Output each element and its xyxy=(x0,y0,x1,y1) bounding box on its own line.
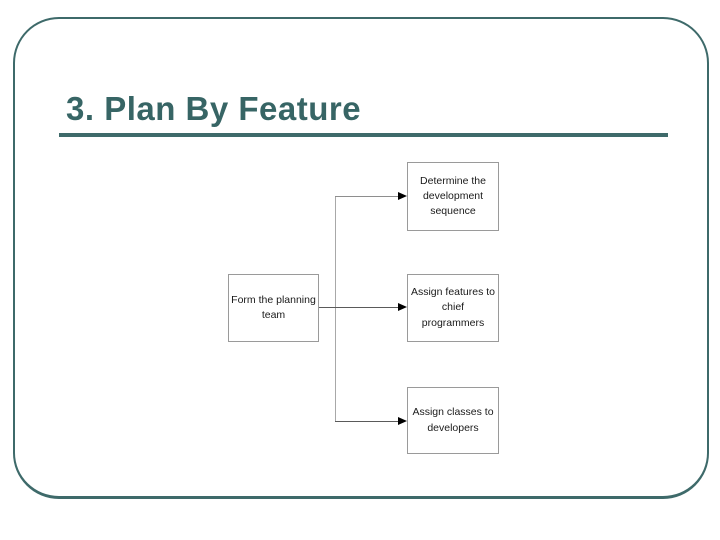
flow-node-label: Assign classes to developers xyxy=(412,406,494,434)
connector-branch-vertical xyxy=(335,196,336,422)
flow-node-form-planning-team: Form the planning team xyxy=(228,274,319,342)
flow-node-assign-features-chief-programmers: Assign features to chief programmers xyxy=(407,274,499,342)
flow-node-label: Form the planning team xyxy=(231,293,316,321)
flow-node-assign-classes-developers: Assign classes to developers xyxy=(407,387,499,454)
flow-node-label: Determine the development sequence xyxy=(420,174,486,218)
connector-to-determine xyxy=(335,196,398,197)
connector-to-assign-classes xyxy=(335,421,398,422)
arrowhead-assign-features-icon xyxy=(398,303,407,311)
title-underline xyxy=(59,133,668,137)
slide-frame: 3. Plan By Feature xyxy=(13,17,709,499)
flow-node-label: Assign features to chief programmers xyxy=(410,286,496,329)
arrowhead-assign-classes-icon xyxy=(398,417,407,425)
page-title: 3. Plan By Feature xyxy=(66,90,362,127)
flow-node-determine-development-sequence: Determine the development sequence xyxy=(407,162,499,231)
connector-to-assign-features xyxy=(319,307,398,308)
arrowhead-determine-icon xyxy=(398,192,407,200)
